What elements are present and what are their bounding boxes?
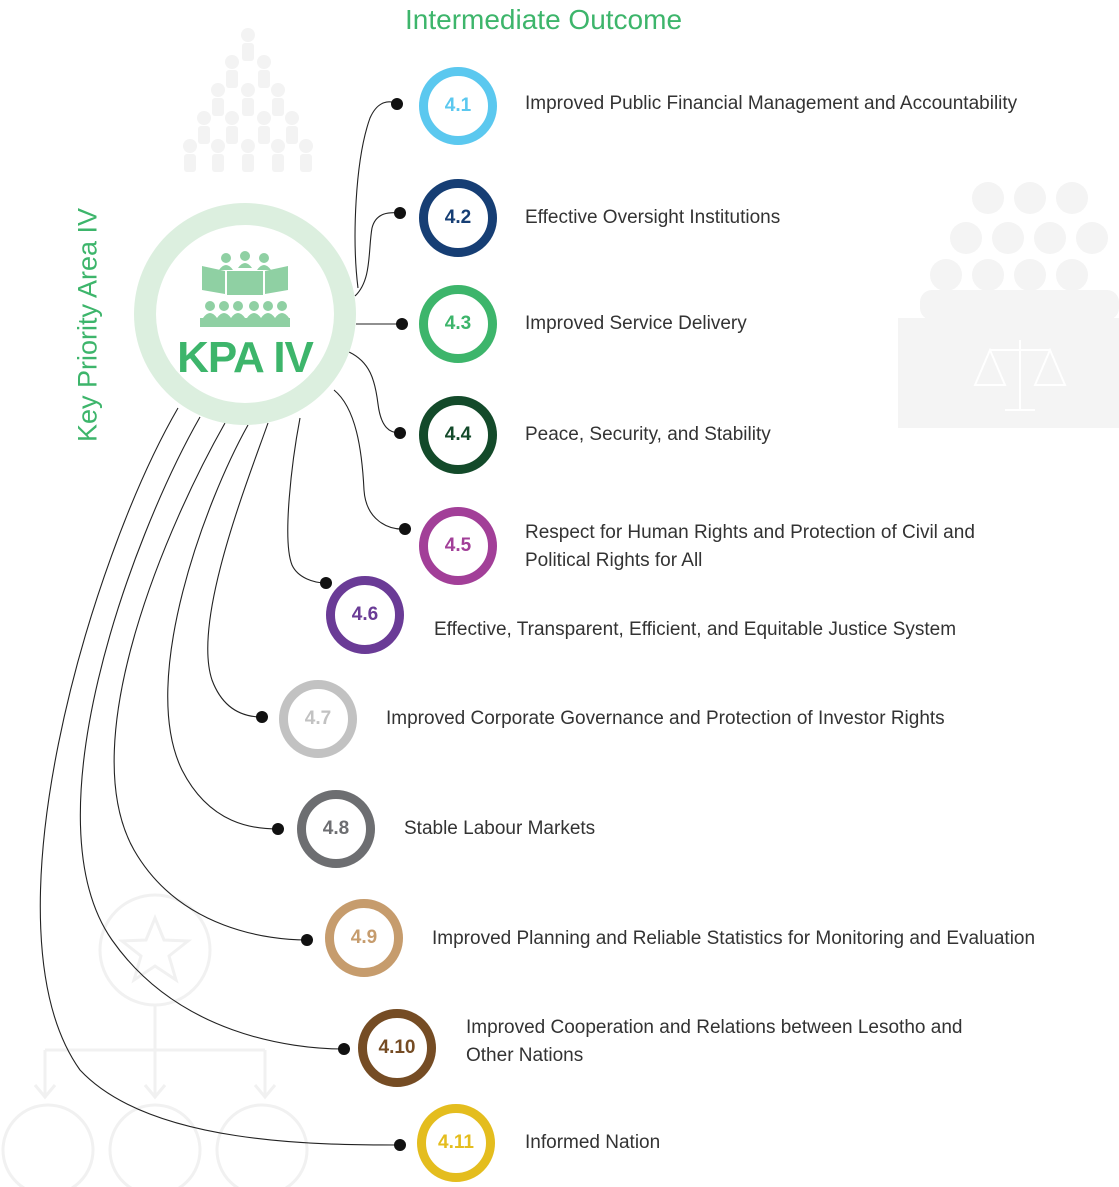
connector-dot: [396, 318, 408, 330]
connector-4-2: [354, 212, 401, 297]
connector-4-4: [348, 351, 401, 434]
outcome-number: 4.2: [444, 207, 472, 228]
connector-4-8: [167, 424, 279, 830]
outcome-number: 4.3: [444, 313, 472, 334]
connector-dot: [301, 934, 313, 946]
connector-4-5: [333, 389, 406, 530]
outcome-node-4-7: 4.7: [279, 680, 357, 758]
connector-dot: [338, 1043, 350, 1055]
outcome-number: 4.6: [351, 604, 379, 625]
hub-label: KPA IV: [177, 333, 314, 382]
outcome-number: 4.11: [438, 1132, 474, 1153]
outcome-label: Effective, Transparent, Efficient, and E…: [434, 619, 957, 640]
connector-4-1: [354, 101, 398, 289]
connector-4-7: [207, 422, 269, 718]
connector-dot: [394, 427, 406, 439]
outcome-number: 4.7: [304, 708, 332, 729]
outcome-label: Respect for Human Rights and Protection …: [525, 522, 975, 571]
outcome-node-4-8: 4.8: [297, 790, 375, 868]
crowd-pyramid-icon: [183, 28, 313, 172]
outcome-node-4-10: 4.10: [358, 1009, 436, 1087]
connector-dot: [394, 1139, 406, 1151]
connector-dot: [399, 523, 411, 535]
connector-dot: [394, 207, 406, 219]
outcome-label: Effective Oversight Institutions: [525, 207, 781, 228]
outcome-label: Stable Labour Markets: [404, 818, 596, 839]
outcome-label: Improved Planning and Reliable Statistic…: [432, 928, 1036, 949]
outcome-number: 4.5: [444, 535, 472, 556]
outcome-node-4-6: 4.6: [326, 576, 404, 654]
outcome-node-4-4: 4.4: [419, 396, 497, 474]
hub-inner-circle: [156, 225, 334, 403]
outcome-node-4-5: 4.5: [419, 507, 497, 585]
connector-4-11: [39, 407, 401, 1146]
key-priority-area-label: Key Priority Area IV: [72, 207, 103, 443]
planning-hierarchy-icon: [1, 893, 309, 1187]
connector-dot: [256, 711, 268, 723]
outcome-label: Peace, Security, and Stability: [525, 424, 771, 445]
outcome-node-4-2: 4.2: [419, 179, 497, 257]
connector-4-10: [79, 416, 345, 1050]
outcome-label: Improved Service Delivery: [525, 313, 747, 334]
outcome-number: 4.9: [350, 927, 378, 948]
justice-scale-icon: [898, 182, 1119, 428]
outcome-number: 4.8: [322, 818, 350, 839]
outcome-label: Improved Public Financial Management and…: [525, 93, 1018, 114]
outcome-label: Informed Nation: [525, 1132, 661, 1153]
outcome-number: 4.1: [444, 95, 472, 116]
outcome-node-4-3: 4.3: [419, 285, 497, 363]
connector-dot: [320, 577, 332, 589]
outcome-number: 4.4: [444, 424, 472, 445]
outcome-label: Improved Cooperation and Relations betwe…: [466, 1017, 963, 1066]
intermediate-outcome-heading: Intermediate Outcome: [405, 4, 683, 35]
connector-4-6: [287, 417, 327, 584]
connector-dot: [272, 823, 284, 835]
connector-4-9: [113, 422, 308, 941]
parliament-icon: [200, 251, 290, 327]
outcome-label: Improved Corporate Governance and Protec…: [386, 708, 945, 729]
outcome-node-4-1: 4.1: [419, 67, 497, 145]
outcome-node-4-9: 4.9: [325, 899, 403, 977]
outcome-number: 4.10: [378, 1037, 416, 1058]
connector-dot: [391, 98, 403, 110]
outcome-node-4-11: 4.11: [417, 1104, 495, 1182]
